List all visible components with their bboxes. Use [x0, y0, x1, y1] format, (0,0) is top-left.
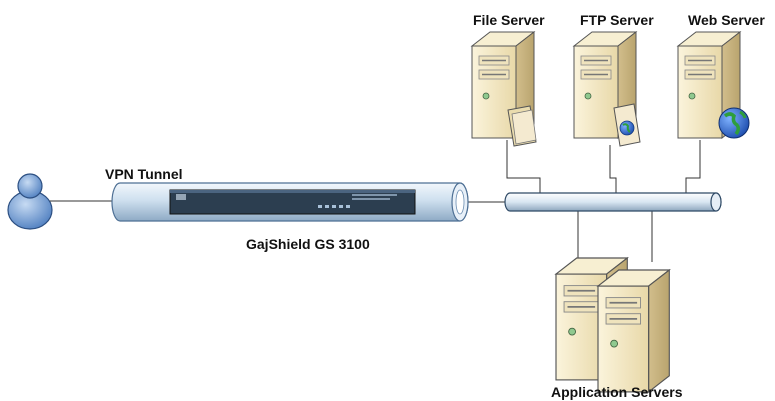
ftp-server-icon — [573, 31, 641, 147]
file-server-label: File Server — [473, 12, 545, 28]
web-server-label: Web Server — [688, 12, 765, 28]
user-icon — [7, 173, 53, 230]
globe-icon — [718, 107, 750, 139]
network-bus — [504, 192, 722, 212]
folder-icon — [507, 105, 537, 147]
application-servers-label: Application Servers — [551, 384, 683, 400]
device-label: GajShield GS 3100 — [246, 236, 370, 252]
web-server-icon — [677, 31, 750, 139]
application-server-icon — [597, 269, 671, 393]
file-server-icon — [471, 31, 537, 147]
ftp-server-label: FTP Server — [580, 12, 654, 28]
connection-lines — [48, 140, 701, 262]
vpn-tunnel-label: VPN Tunnel — [105, 166, 183, 182]
firewall-appliance-icon — [169, 189, 416, 215]
